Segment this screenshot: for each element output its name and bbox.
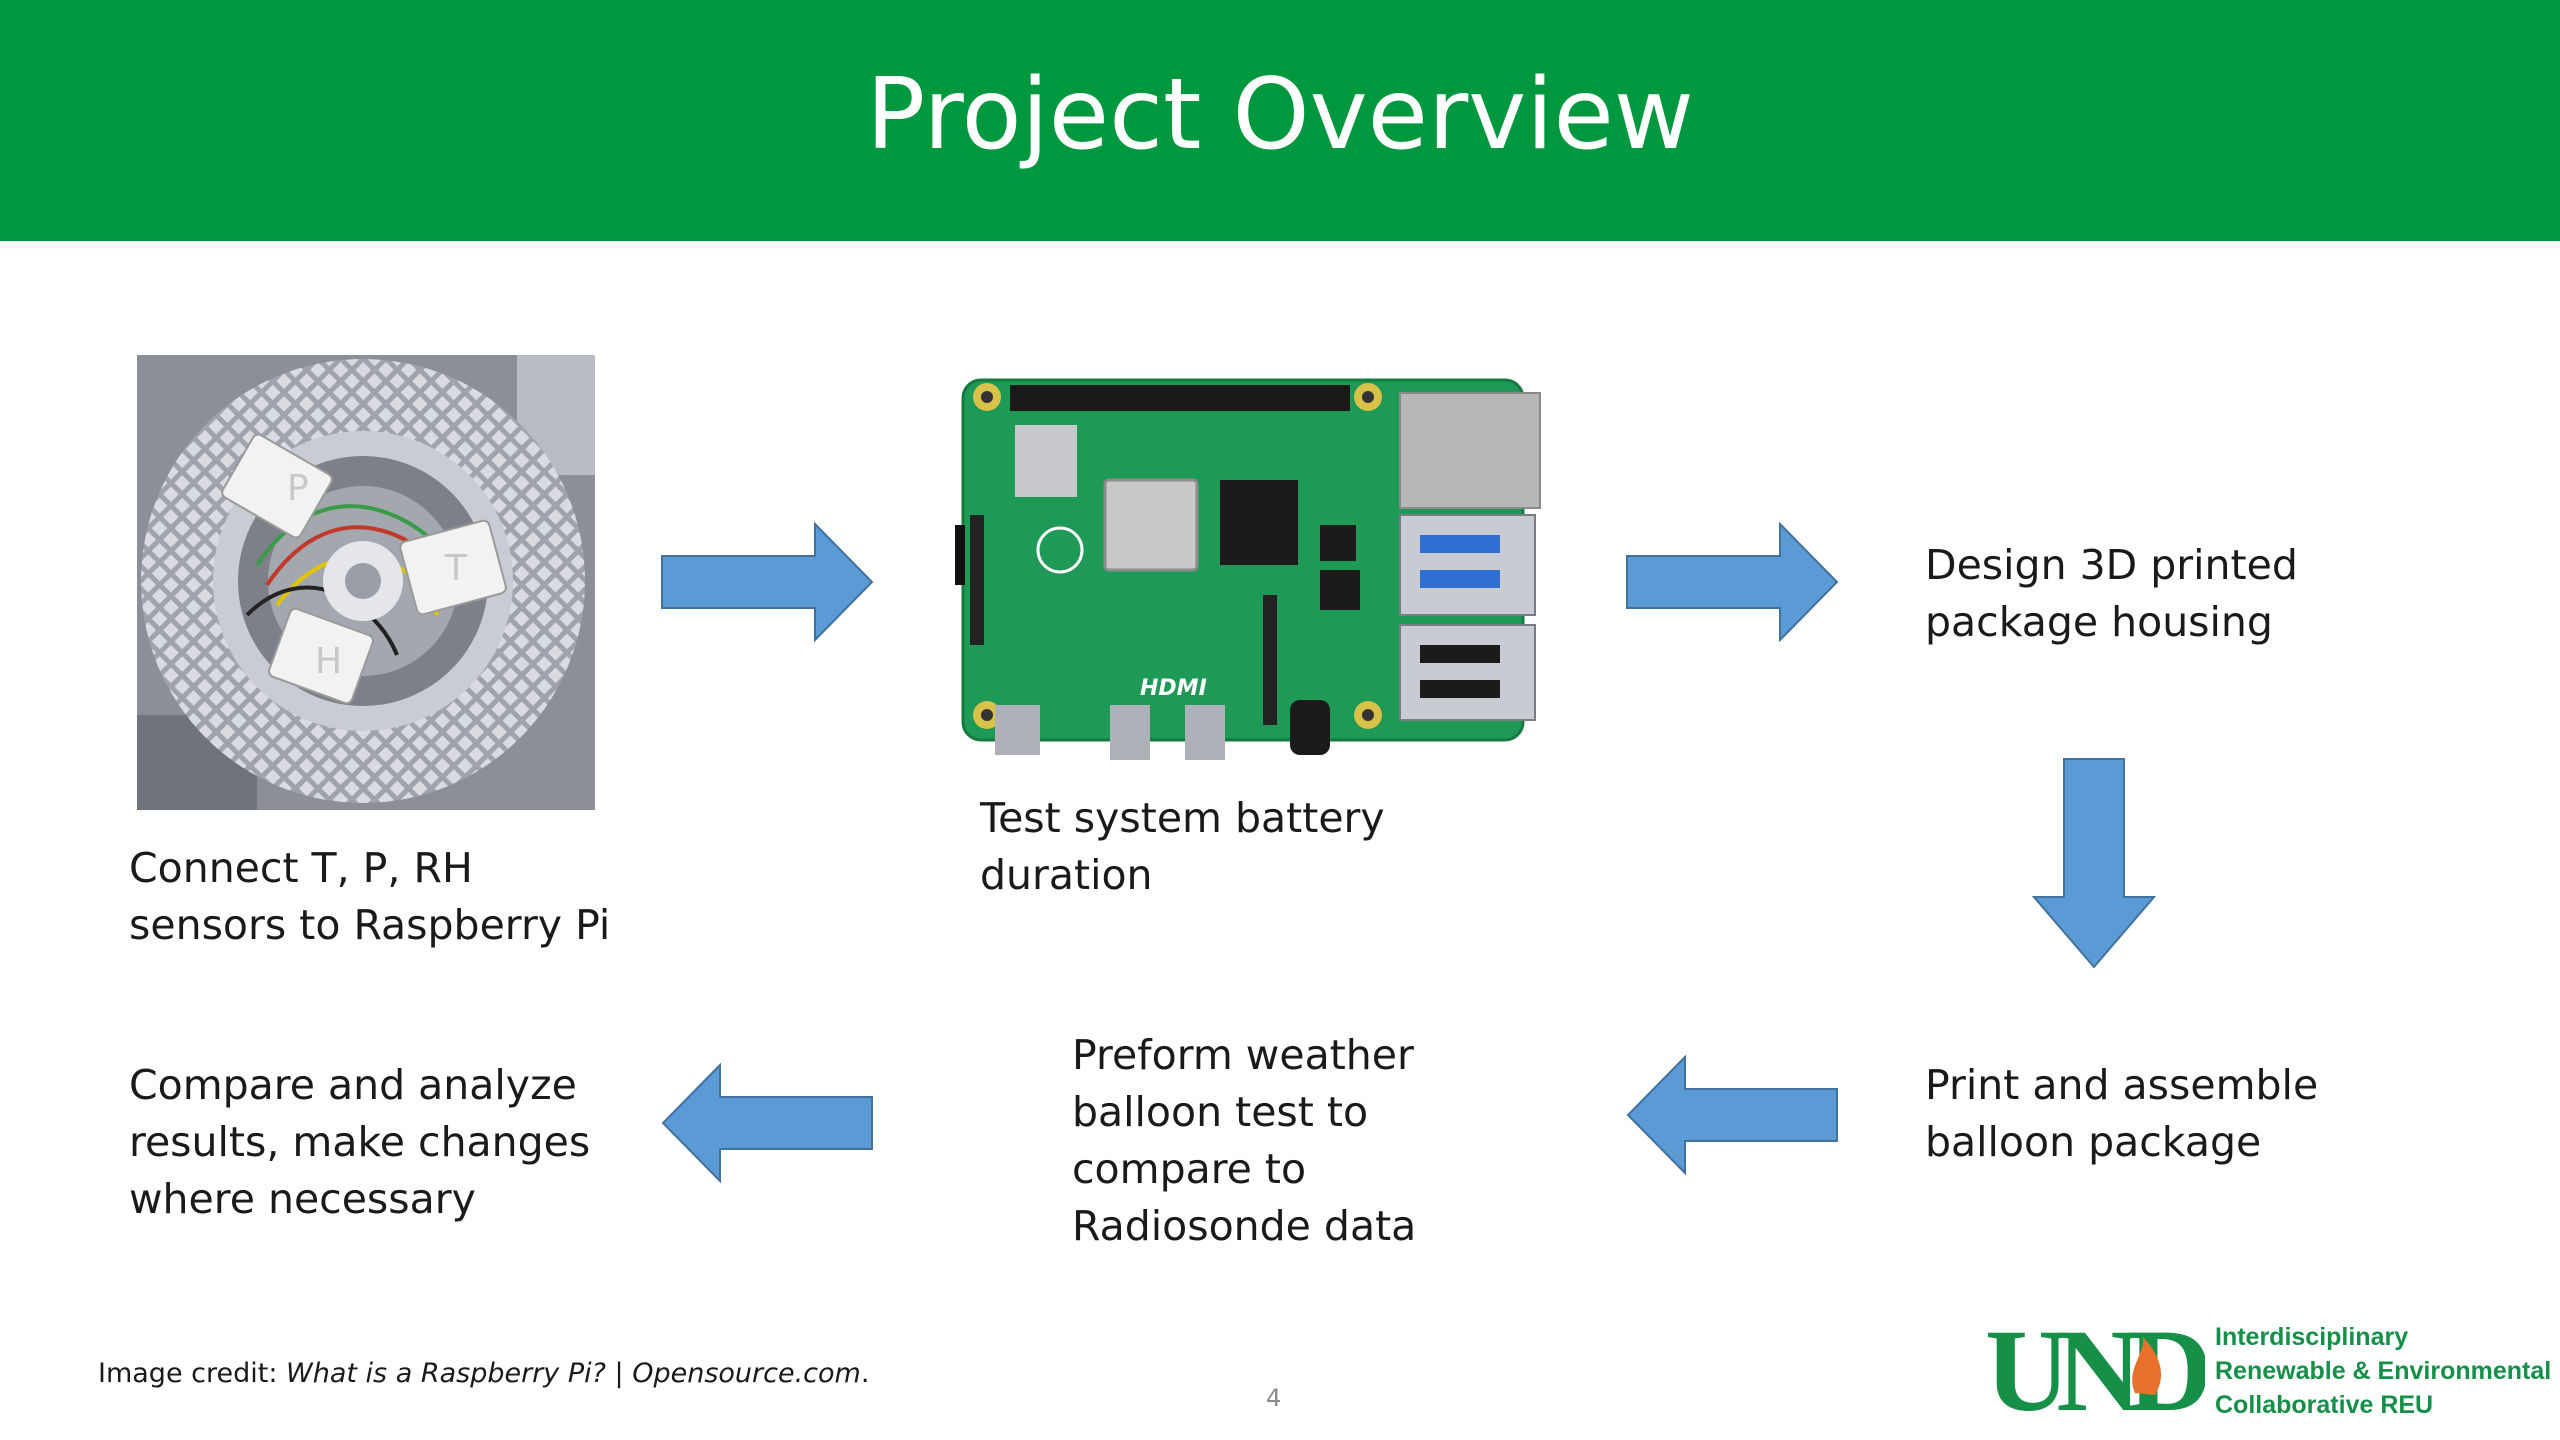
- image-credit: Image credit: What is a Raspberry Pi? | …: [98, 1358, 870, 1389]
- step-balloon-test: Preform weather balloon test to compare …: [1072, 1031, 1417, 1250]
- step-compare-analyze: Compare and analyze results, make change…: [129, 1061, 591, 1223]
- credit-source: What is a Raspberry Pi? | Opensource.com: [286, 1358, 861, 1389]
- title-banner: Project Overview: [0, 0, 2560, 241]
- sensor-label-h: H: [315, 641, 342, 682]
- arrow-right-icon: [661, 522, 874, 642]
- slide-title: Project Overview: [866, 58, 1694, 172]
- sensor-housing-photo: P T H: [137, 355, 595, 810]
- arrow-down-icon: [2032, 758, 2156, 969]
- step-print-assemble: Print and assemble balloon package: [1925, 1061, 2319, 1166]
- hdmi-label: HDMI: [1140, 676, 1207, 701]
- arrow-left-icon: [661, 1063, 873, 1183]
- arrow-right-icon: [1626, 522, 1839, 642]
- svg-text:UND: UND: [1985, 1315, 2205, 1425]
- und-logo: UND: [1985, 1315, 2205, 1425]
- page-number: 4: [1266, 1384, 1282, 1412]
- raspberry-pi-photo: HDMI: [955, 378, 1541, 760]
- reu-logo-text: Interdisciplinary Renewable & Environmen…: [2215, 1323, 2552, 1419]
- arrow-left-icon: [1626, 1055, 1838, 1175]
- step-design-housing: Design 3D printed package housing: [1925, 541, 2298, 646]
- sensor-label-t: T: [444, 548, 468, 589]
- step-test-battery: Test system battery duration: [980, 794, 1385, 899]
- sensor-label-p: P: [287, 468, 309, 509]
- step-connect-sensors: Connect T, P, RH sensors to Raspberry Pi: [129, 844, 611, 949]
